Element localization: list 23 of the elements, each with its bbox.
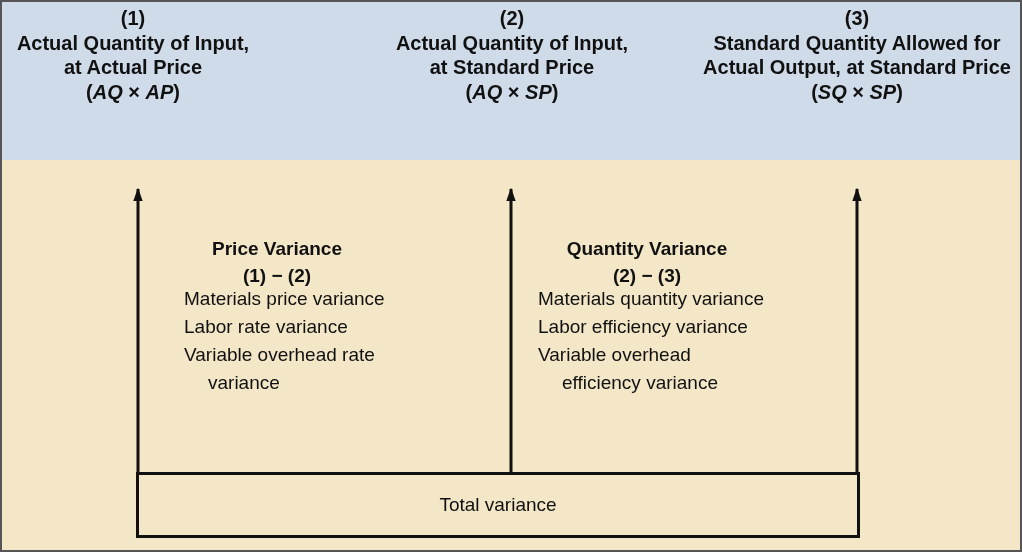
variance-heading: Quantity Variance (565, 237, 729, 261)
variance-heading: (2) − (3) (611, 264, 683, 288)
arrow (133, 187, 143, 474)
formula: (SQ × SP) (810, 79, 904, 104)
arrow (506, 187, 516, 474)
variance-item: Labor efficiency variance (538, 315, 749, 339)
formula: (AQ × SP) (464, 79, 560, 104)
total-box: Total variance (136, 472, 860, 538)
variance-item: Materials quantity variance (538, 287, 765, 311)
arrow (852, 187, 862, 474)
variance-item: Materials price variance (184, 287, 386, 311)
formula: (AQ × AP) (85, 79, 181, 104)
variance-heading: Price Variance (211, 237, 343, 261)
column-number: (2) (498, 6, 526, 31)
variance-heading: (1) − (2) (241, 264, 313, 288)
variance-item: Variable overhead efficiency variance (538, 343, 719, 395)
variance-item: Variable overhead rate variance (184, 343, 376, 395)
column-number: (1) (119, 6, 147, 31)
variance-item: Labor rate variance (184, 315, 349, 339)
column-heading: Actual Quantity of Input, at Standard Price (394, 30, 630, 80)
column-heading: Standard Quantity Allowed for Actual Output, at Standard Price (702, 30, 1012, 80)
column-heading: Actual Quantity of Input, at Actual Price (15, 30, 251, 80)
column-number: (3) (843, 6, 871, 31)
